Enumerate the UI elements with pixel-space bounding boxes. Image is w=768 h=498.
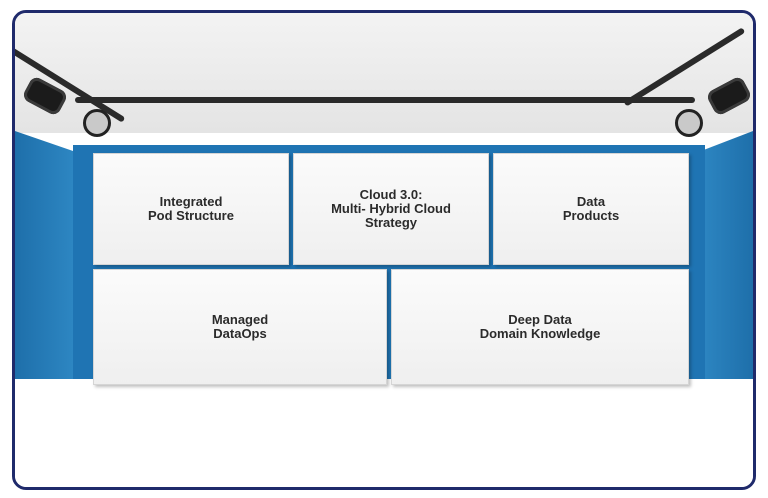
ceiling-truss: [75, 97, 695, 103]
panel-managed-dataops: Managed DataOps: [93, 269, 387, 385]
stage-frame: Integrated Pod Structure Cloud 3.0: Mult…: [12, 10, 756, 490]
panel-label: Integrated Pod Structure: [148, 194, 234, 223]
floor: [15, 379, 753, 487]
ceiling: [15, 13, 753, 133]
panel-label: Deep Data Domain Knowledge: [479, 312, 601, 341]
spotlight-icon: [665, 73, 753, 143]
panel-label: Cloud 3.0: Multi- Hybrid Cloud Strategy: [331, 187, 451, 230]
panel-data-products: Data Products: [493, 153, 689, 265]
panel-cloud-strategy: Cloud 3.0: Multi- Hybrid Cloud Strategy: [293, 153, 489, 265]
right-wall: [701, 131, 753, 421]
panel-integrated-pod-structure: Integrated Pod Structure: [93, 153, 289, 265]
left-wall: [15, 131, 73, 421]
panel-grid: Integrated Pod Structure Cloud 3.0: Mult…: [93, 153, 689, 385]
spotlight-icon: [21, 73, 115, 143]
panel-label: Managed DataOps: [211, 312, 269, 341]
panel-deep-data-domain-knowledge: Deep Data Domain Knowledge: [391, 269, 689, 385]
panel-label: Data Products: [562, 194, 620, 223]
